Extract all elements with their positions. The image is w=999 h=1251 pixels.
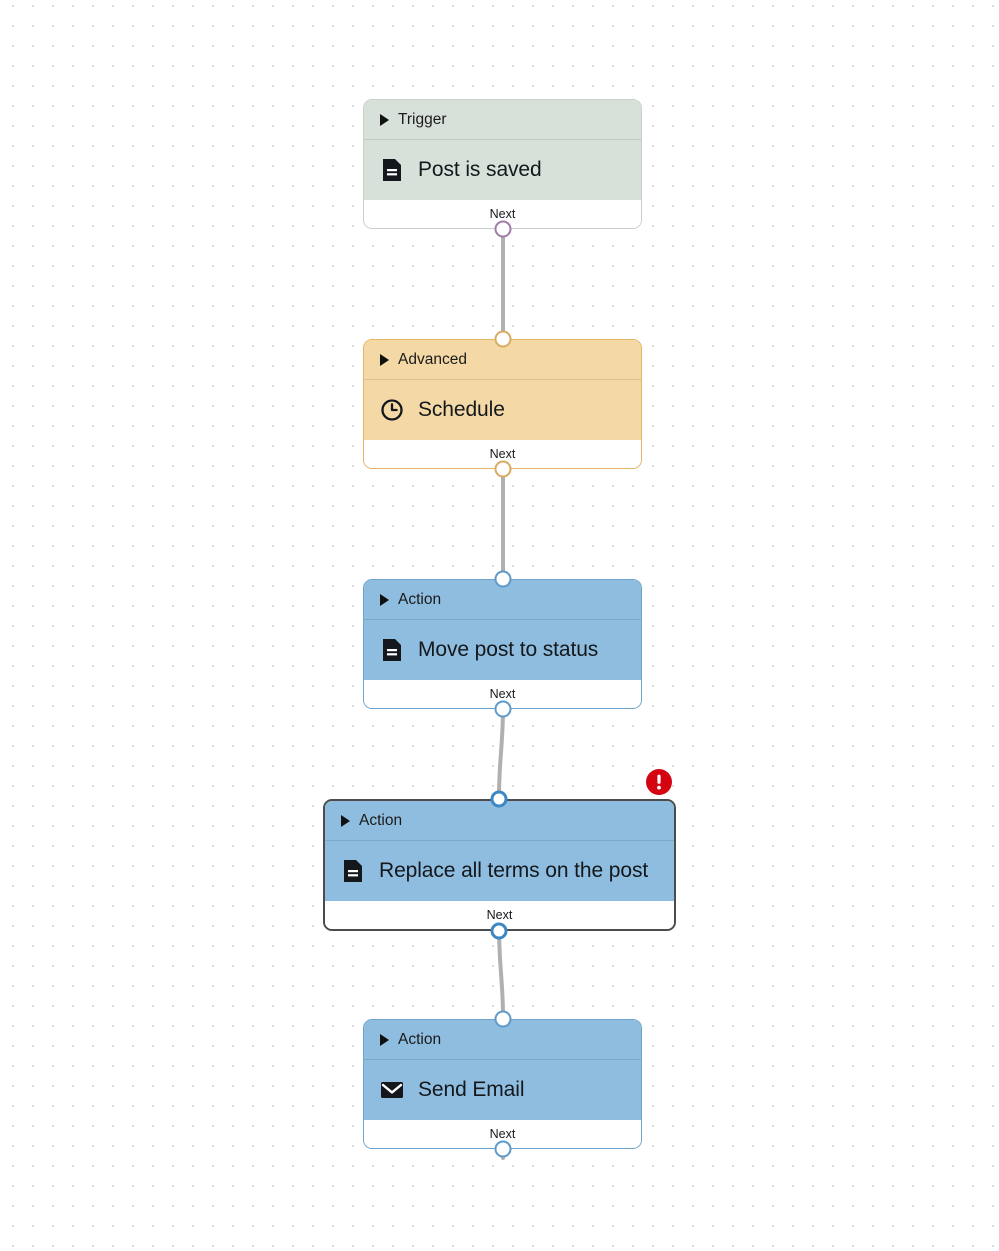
workflow-node-action-replace-all-terms-on-the-post[interactable]: Action Replace all terms on the post Nex… — [323, 790, 676, 940]
workflow-node-advanced-schedule[interactable]: Advanced Schedule Next — [363, 330, 642, 478]
collapse-caret-icon[interactable] — [341, 814, 350, 827]
node-header[interactable]: Action — [325, 801, 674, 841]
output-handle[interactable] — [494, 460, 511, 478]
workflow-node-action-move-post-to-status[interactable]: Action Move post to status Next — [363, 570, 642, 718]
input-handle[interactable] — [494, 330, 511, 348]
node-title: Replace all terms on the post — [379, 859, 649, 882]
node-category-label: Action — [359, 811, 403, 829]
workflow-node-action-send-email[interactable]: Action Send Email Next — [363, 1010, 642, 1158]
node-title: Schedule — [418, 398, 505, 421]
node-title: Send Email — [418, 1078, 525, 1101]
collapse-caret-icon[interactable] — [380, 113, 389, 126]
collapse-caret-icon[interactable] — [380, 353, 389, 366]
node-title: Move post to status — [418, 638, 599, 661]
input-handle[interactable] — [490, 790, 508, 808]
node-header[interactable]: Trigger — [364, 100, 641, 140]
node-body: Move post to status — [364, 620, 641, 680]
edge-action2-to-action3 — [497, 925, 505, 1019]
node-body: Post is saved — [364, 140, 641, 200]
node-category-label: Action — [398, 1030, 442, 1048]
collapse-caret-icon[interactable] — [380, 593, 389, 606]
workflow-node-trigger-post-is-saved[interactable]: Trigger Post is saved Next — [363, 99, 642, 238]
node-category-label: Advanced — [398, 350, 467, 368]
document-icon — [380, 158, 404, 182]
node-header[interactable]: Action — [364, 580, 641, 620]
output-handle[interactable] — [494, 1140, 511, 1158]
node-header[interactable]: Advanced — [364, 340, 641, 380]
collapse-caret-icon[interactable] — [380, 1033, 389, 1046]
input-handle[interactable] — [494, 1010, 511, 1028]
exclamation-icon — [657, 774, 661, 790]
envelope-icon — [380, 1078, 404, 1102]
clock-icon — [380, 398, 404, 422]
document-icon — [380, 638, 404, 662]
node-body: Replace all terms on the post — [325, 841, 674, 901]
input-handle[interactable] — [494, 570, 511, 588]
node-body: Schedule — [364, 380, 641, 440]
node-category-label: Action — [398, 590, 442, 608]
node-category-label: Trigger — [398, 110, 447, 128]
edge-action1-to-action2 — [497, 705, 505, 799]
node-body: Send Email — [364, 1060, 641, 1120]
document-icon — [341, 859, 365, 883]
node-title: Post is saved — [418, 158, 542, 181]
output-handle[interactable] — [494, 700, 511, 718]
output-handle[interactable] — [490, 922, 508, 940]
error-indicator[interactable] — [646, 769, 672, 795]
output-handle[interactable] — [494, 220, 511, 238]
